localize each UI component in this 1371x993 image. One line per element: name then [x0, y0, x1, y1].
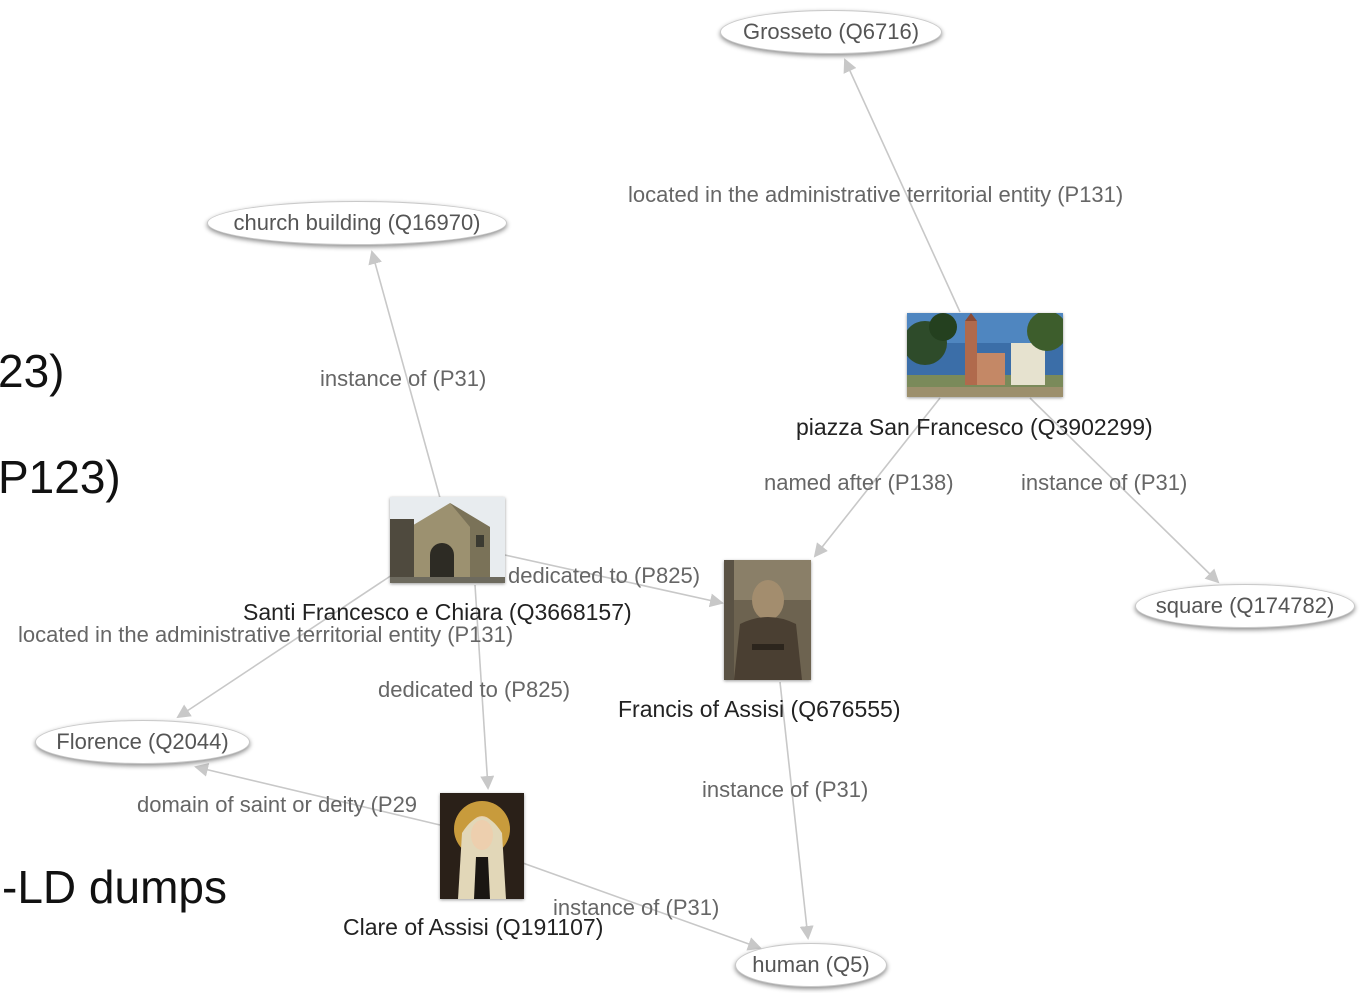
edge-santi-florence [176, 574, 393, 719]
node-piazza-label[interactable]: piazza San Francesco (Q3902299) [796, 414, 1153, 440]
node-square[interactable]: square (Q174782) [1135, 584, 1355, 628]
edge-piazza-grosseto [843, 58, 961, 313]
node-human[interactable]: human (Q5) [735, 943, 887, 987]
edge-label-santi-church: instance of (P31) [320, 366, 487, 391]
clare-portrait[interactable] [440, 793, 524, 899]
edge-label-santi-francis: dedicated to (P825) [508, 563, 701, 588]
slide-text-line-3: -LD dumps [2, 861, 227, 913]
edge-santi-francis [504, 554, 724, 608]
node-clare-label[interactable]: Clare of Assisi (Q191107) [343, 914, 604, 940]
node-florence[interactable]: Florence (Q2044) [35, 720, 250, 764]
edge-label-santi-florence: located in the administrative territoria… [18, 622, 514, 647]
edge-santi-church [368, 250, 441, 499]
edge-label-piazza-grosseto: located in the administrative territoria… [628, 182, 1124, 207]
slide-text-line-1: 23) [0, 345, 65, 397]
edge-label-clare-human: instance of (P31) [553, 895, 720, 920]
edge-clare-florence [194, 762, 441, 826]
node-santi-label[interactable]: Santi Francesco e Chiara (Q3668157) [243, 599, 632, 625]
edge-label-clare-florence: domain of saint or deity (P29 [137, 792, 418, 817]
edge-label-santi-clare: dedicated to (P825) [378, 677, 571, 702]
edge-piazza-square [1029, 397, 1220, 584]
node-church-building[interactable]: church building (Q16970) [207, 201, 507, 245]
edge-francis-human [779, 681, 814, 940]
edge-santi-clare [474, 584, 495, 790]
edge-label-piazza-francis: named after (P138) [764, 470, 954, 495]
edge-clare-human [519, 861, 762, 951]
edge-piazza-francis [813, 397, 941, 558]
santi-photo[interactable] [390, 497, 505, 583]
francis-portrait[interactable] [724, 560, 811, 680]
edge-label-francis-human: instance of (P31) [702, 777, 869, 802]
node-grosseto[interactable]: Grosseto (Q6716) [720, 10, 942, 54]
edge-label-piazza-square: instance of (P31) [1021, 470, 1188, 495]
node-francis-label[interactable]: Francis of Assisi (Q676555) [618, 696, 901, 722]
piazza-photo[interactable] [907, 313, 1063, 397]
slide-text-line-2: P123) [0, 451, 121, 503]
